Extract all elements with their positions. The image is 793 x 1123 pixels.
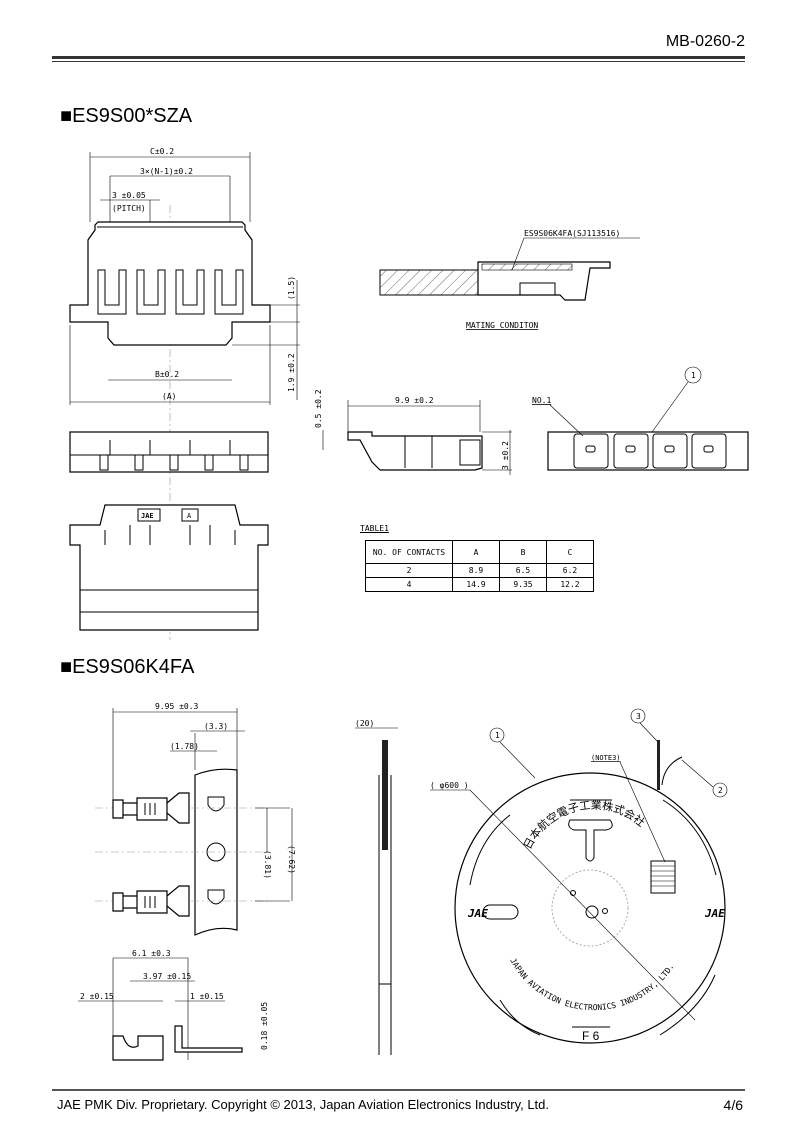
header-rule bbox=[52, 56, 745, 59]
reel-callout-2: 2 bbox=[718, 786, 723, 795]
contact-lower bbox=[112, 885, 190, 917]
dim-side-length: 9.9 ±0.2 bbox=[395, 396, 434, 405]
contact-upper bbox=[112, 792, 190, 824]
table-header-row: NO. OF CONTACTS A B C bbox=[365, 540, 594, 564]
a-mark: A bbox=[187, 512, 192, 520]
reel-callout-3: 3 bbox=[636, 712, 641, 721]
table-cell: 8.9 bbox=[452, 563, 500, 578]
jae-mark: JAE bbox=[141, 512, 154, 520]
top-view: JAE A bbox=[69, 504, 269, 631]
jae-logo-left: JAE bbox=[467, 907, 488, 920]
contact-side-view: 6.1 ±0.3 3.97 ±0.15 2 ±0.15 1 ±0.15 0.18… bbox=[78, 949, 269, 1061]
contact-slots bbox=[97, 269, 244, 315]
table-cell: 4 bbox=[365, 577, 453, 592]
table-cell: 6.2 bbox=[546, 563, 594, 578]
reel-code: F 6 bbox=[582, 1029, 600, 1043]
contact-strip-view: 9.95 ±0.3 (3.3) (1.78) (3.81) (7.62) bbox=[95, 702, 296, 936]
mating-part-label: ES9S06K4FA(SJ113516) bbox=[524, 229, 620, 238]
dim-side-height: 3 ±0.2 bbox=[501, 441, 510, 470]
mating-condition-label: MATING CONDITON bbox=[466, 321, 538, 330]
table-cell: 12.2 bbox=[546, 577, 594, 592]
table-header: C bbox=[546, 540, 594, 564]
table-row: 2 8.9 6.5 6.2 bbox=[365, 563, 594, 578]
note3-label: (NOTE3) bbox=[591, 754, 621, 762]
jae-logo-right: JAE bbox=[704, 907, 725, 920]
dim-1-78: (1.78) bbox=[170, 742, 199, 751]
table-cell: 2 bbox=[365, 563, 453, 578]
mating-view: ES9S06K4FA(SJ113516) MATING CONDITON bbox=[379, 229, 640, 330]
dim-1: 1 ±0.15 bbox=[190, 992, 224, 1001]
reel-edge-view: (20) bbox=[355, 719, 398, 1055]
callout-1: 1 bbox=[691, 371, 696, 380]
dim-pitch-label: (PITCH) bbox=[112, 204, 146, 213]
reel-callout-1: 1 bbox=[495, 731, 500, 740]
table-header: A bbox=[452, 540, 500, 564]
header-rule-thin bbox=[52, 61, 745, 62]
dim-1-9: 1.9 ±0.2 bbox=[287, 353, 296, 392]
table-row: 4 14.9 9.35 12.2 bbox=[365, 577, 594, 592]
table-header: NO. OF CONTACTS bbox=[365, 540, 453, 564]
side-view: 9.9 ±0.2 0.5 ±0.2 3 ±0.2 bbox=[314, 389, 512, 475]
table-cell: 6.5 bbox=[499, 563, 547, 578]
dim-2: 2 ±0.15 bbox=[80, 992, 114, 1001]
dim-6-1: 6.1 ±0.3 bbox=[132, 949, 171, 958]
page-number: 4/6 bbox=[723, 1097, 743, 1113]
dim-3-97: 3.97 ±0.15 bbox=[143, 972, 191, 981]
dim-7-62: (7.62) bbox=[287, 845, 296, 874]
dim-pitch-total: 3×(N-1)±0.2 bbox=[140, 167, 193, 176]
dim-side-top: 0.5 ±0.2 bbox=[314, 389, 323, 428]
footer-rule bbox=[52, 1089, 745, 1091]
dim-c: C±0.2 bbox=[150, 147, 174, 156]
section-title-contact: ■ES9S06K4FA bbox=[60, 656, 195, 678]
dim-3-81: (3.81) bbox=[263, 850, 272, 879]
dim-b: B±0.2 bbox=[155, 370, 179, 379]
section-title-receptacle: ■ES9S00*SZA bbox=[60, 105, 193, 127]
dim-1-5: (1.5) bbox=[287, 276, 296, 300]
dim-3-3: (3.3) bbox=[204, 722, 228, 731]
dim-a: (A) bbox=[162, 392, 176, 401]
dim-9-95: 9.95 ±0.3 bbox=[155, 702, 199, 711]
table-label: TABLE1 bbox=[360, 524, 389, 533]
table-header: B bbox=[499, 540, 547, 564]
table-cell: 14.9 bbox=[452, 577, 500, 592]
front-view: C±0.2 3×(N-1)±0.2 3 ±0.05 (PITCH) (1.5) … bbox=[69, 147, 300, 640]
dim-0-18: 0.18 ±0.05 bbox=[260, 1002, 269, 1050]
table-cell: 9.35 bbox=[499, 577, 547, 592]
dim-pitch: 3 ±0.05 bbox=[112, 191, 146, 200]
reel-diameter: ( φ600 ) bbox=[430, 781, 469, 790]
dim-20: (20) bbox=[355, 719, 374, 728]
end-view: NO.1 1 bbox=[532, 366, 749, 471]
dimension-table: NO. OF CONTACTS A B C 2 8.9 6.5 6.2 4 14… bbox=[365, 540, 594, 592]
reel-view: JAE JAE 日本航空電子工業株式会社 JAPAN AVIATION ELEC… bbox=[430, 708, 728, 1044]
footer-copyright: JAE PMK Div. Proprietary. Copyright © 20… bbox=[57, 1097, 550, 1112]
bottom-view bbox=[69, 431, 269, 473]
document-number: MB-0260-2 bbox=[665, 33, 745, 50]
no1-label: NO.1 bbox=[532, 396, 551, 405]
